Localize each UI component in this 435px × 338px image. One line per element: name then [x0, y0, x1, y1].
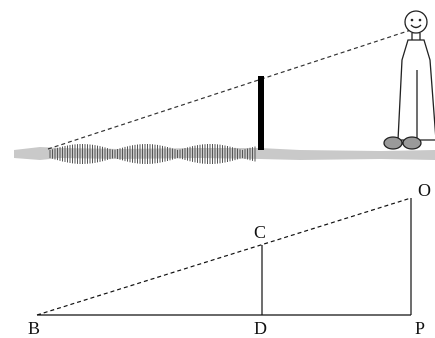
water-ripples: [49, 144, 256, 164]
point-label-P: P: [415, 318, 425, 338]
point-label-D: D: [254, 318, 267, 338]
pole: [258, 76, 264, 150]
scene-illustration: [14, 10, 435, 164]
point-label-C: C: [254, 222, 266, 242]
person-left-eye: [410, 18, 414, 22]
person-left-shoe: [383, 136, 403, 150]
person-head: [404, 10, 428, 34]
point-label-B: B: [28, 318, 40, 338]
point-label-O: O: [418, 180, 431, 200]
person-right-eye: [418, 18, 422, 22]
person-figure: [383, 10, 435, 150]
person-neck: [411, 33, 421, 40]
sight-line: [47, 29, 412, 150]
hypotenuse-BO: [36, 197, 412, 316]
person-mouth: [410, 24, 422, 29]
person-right-shoe: [402, 136, 422, 150]
triangle-diagram: [36, 197, 412, 316]
